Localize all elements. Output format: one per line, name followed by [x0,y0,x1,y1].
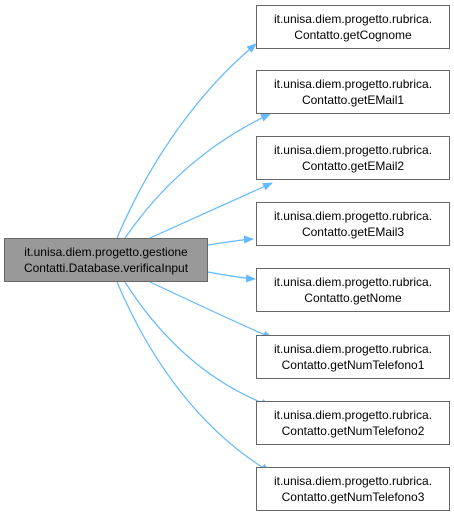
target-node-line1: it.unisa.diem.progetto.rubrica. [273,143,433,157]
target-node-line1: it.unisa.diem.progetto.rubrica. [273,77,433,91]
edge-to-getemail3 [207,235,254,246]
target-node-line2: Contatto.getNumTelefono1 [281,358,425,372]
target-node-line2: Contatto.getEMail1 [301,93,405,107]
target-node-line1: it.unisa.diem.progetto.rubrica. [273,275,433,289]
target-node-line2: Contatto.getNumTelefono3 [281,490,425,504]
target-node-line2: Contatto.getNome [304,291,402,305]
edge-to-getnumtelefono3 [116,281,271,473]
target-node-line1: it.unisa.diem.progetto.rubrica. [273,12,433,26]
target-node-getemail1[interactable]: it.unisa.diem.progetto.rubrica. Contatto… [256,70,450,114]
target-node-line1: it.unisa.diem.progetto.rubrica. [273,209,433,223]
target-node-line2: Contatto.getCognome [294,28,412,42]
target-node-line2: Contatto.getEMail3 [301,225,405,239]
target-node-line1: it.unisa.diem.progetto.rubrica. [273,408,433,422]
edge-to-getnumtelefono2 [124,281,271,407]
edge-to-getnumtelefono1 [149,281,273,339]
target-node-line2: Contatto.getNumTelefono2 [281,424,425,438]
target-node-getemail3[interactable]: it.unisa.diem.progetto.rubrica. Contatto… [256,202,450,246]
target-node-getnumtelefono2[interactable]: it.unisa.diem.progetto.rubrica. Contatto… [256,401,450,445]
edge-to-getnome [207,271,256,283]
target-node-line1: it.unisa.diem.progetto.rubrica. [273,474,433,488]
target-node-getnumtelefono1[interactable]: it.unisa.diem.progetto.rubrica. Contatto… [256,335,450,379]
source-node-verificainput[interactable]: it.unisa.diem.progetto.gestione Contatti… [4,238,208,282]
source-node-line2: Contatti.Database.verificaInput [23,261,189,275]
source-node-line1: it.unisa.diem.progetto.gestione [24,245,188,259]
target-node-getnome[interactable]: it.unisa.diem.progetto.rubrica. Contatto… [256,268,450,312]
target-node-line2: Contatto.getEMail2 [301,159,405,173]
edge-to-getemail2 [149,182,273,239]
target-node-getemail2[interactable]: it.unisa.diem.progetto.rubrica. Contatto… [256,136,450,180]
target-node-getcognome[interactable]: it.unisa.diem.progetto.rubrica. Contatto… [256,5,450,49]
edge-to-getemail1 [124,113,271,239]
target-node-getnumtelefono3[interactable]: it.unisa.diem.progetto.rubrica. Contatto… [256,467,450,511]
target-node-line1: it.unisa.diem.progetto.rubrica. [273,342,433,356]
edge-to-getcognome [116,43,257,239]
